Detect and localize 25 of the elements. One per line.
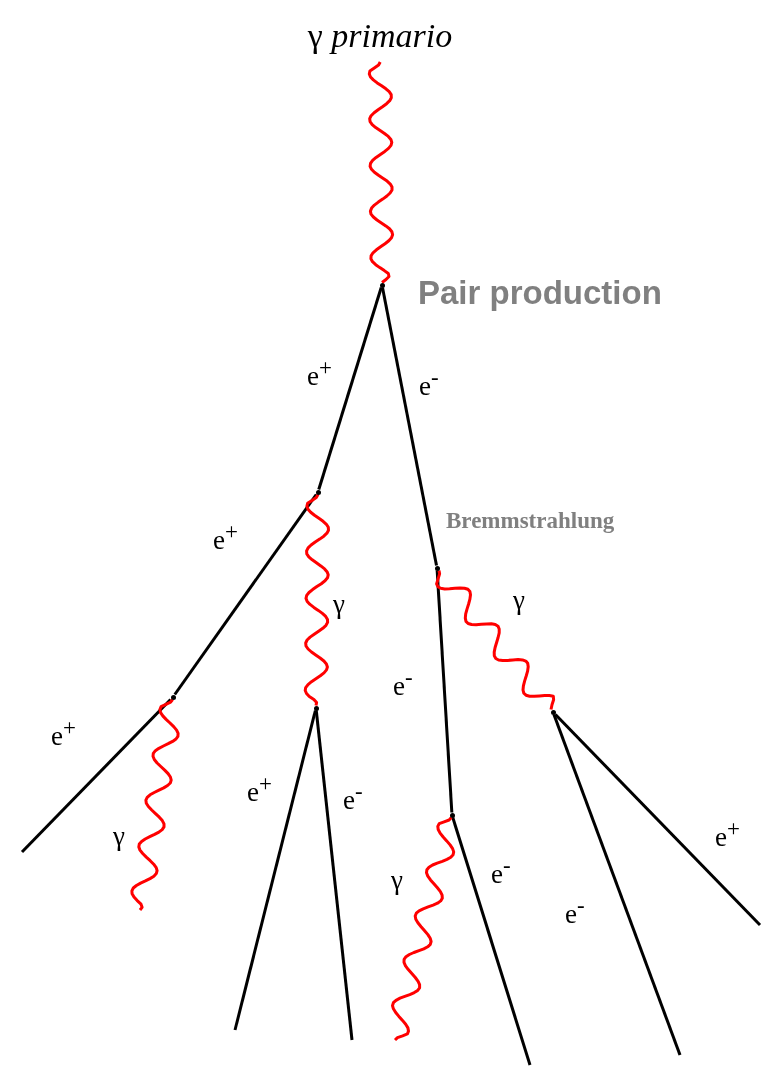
photon-wavy-line (435, 570, 556, 710)
process-label: Pair production (418, 274, 662, 312)
photon-wavy-line (367, 61, 395, 284)
interaction-vertex (449, 812, 455, 818)
particle-track (381, 287, 438, 566)
particle-track (317, 287, 383, 490)
particle-track (552, 714, 682, 1056)
interaction-vertex (434, 565, 440, 571)
photon-wavy-line (391, 816, 456, 1042)
process-label: Bremmstrahlung (446, 508, 615, 534)
interaction-vertex (315, 489, 321, 495)
particle-track (314, 710, 354, 1041)
interaction-vertex (379, 282, 385, 288)
photon-wavy-line (303, 493, 330, 706)
particle-label: γ primario (295, 14, 465, 62)
interaction-vertex (170, 694, 176, 700)
particle-track (20, 698, 172, 854)
particle-track (435, 570, 454, 813)
particle-track (451, 817, 532, 1066)
interaction-vertex (313, 705, 319, 711)
particle-track (173, 493, 318, 696)
interaction-vertex (550, 709, 556, 715)
particle-track (233, 710, 317, 1031)
photon-wavy-line (130, 698, 180, 911)
particle-track (554, 713, 762, 927)
